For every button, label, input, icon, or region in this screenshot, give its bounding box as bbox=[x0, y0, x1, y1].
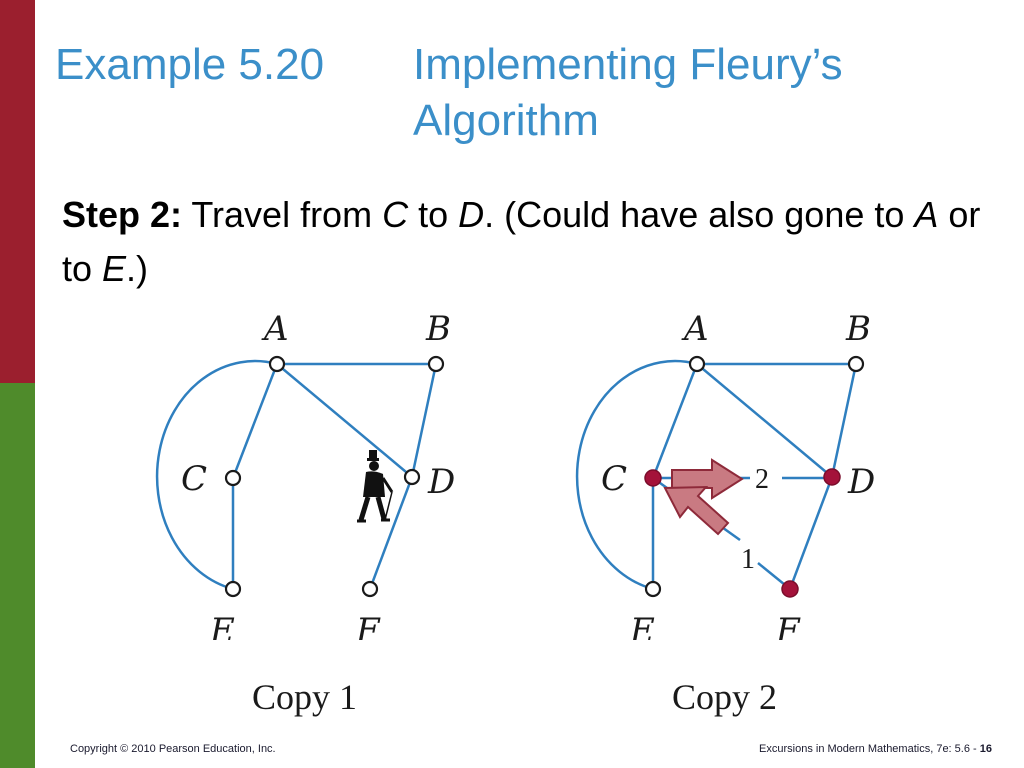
title-number: Example 5.20 bbox=[55, 40, 325, 89]
step-text-part: Travel from bbox=[182, 194, 383, 235]
vertex-D bbox=[403, 468, 421, 486]
vertex-C bbox=[224, 469, 242, 487]
edge-label-1: 1 bbox=[741, 544, 755, 575]
edge-A-E-arc bbox=[155, 359, 278, 591]
footer-source: Excursions in Modern Mathematics, 7e: 5.… bbox=[759, 743, 992, 755]
vertex-ref: C bbox=[382, 194, 409, 235]
edge-B-D bbox=[410, 363, 438, 478]
vertex-A bbox=[688, 355, 706, 373]
vertex-E bbox=[644, 580, 662, 598]
edge-D-F bbox=[368, 476, 414, 590]
step-text-part: . (Could have also gone to bbox=[484, 194, 915, 235]
graph-copy-2: 2 1 A B C D E F bbox=[575, 309, 875, 640]
step-label: Step 2: bbox=[62, 194, 183, 235]
label-E: E bbox=[209, 611, 235, 640]
edge-A-E-arc bbox=[575, 359, 698, 591]
label-D: D bbox=[427, 462, 455, 502]
edge-D-F bbox=[788, 476, 834, 590]
vertex-ref: D bbox=[458, 194, 485, 235]
label-F: F bbox=[355, 611, 381, 640]
caption-copy-1: Copy 1 bbox=[252, 677, 358, 717]
step-text-part: or to bbox=[62, 194, 981, 289]
label-F: F bbox=[775, 611, 801, 640]
edge-A-C bbox=[651, 363, 699, 479]
vertex-E bbox=[224, 580, 242, 598]
vertex-ref: E bbox=[102, 248, 127, 289]
vertex-ref: A bbox=[914, 194, 939, 235]
label-B: B bbox=[845, 309, 871, 349]
page-number: 16 bbox=[979, 743, 992, 755]
path-arrow-1 bbox=[663, 485, 730, 536]
edge-A-C bbox=[231, 363, 279, 479]
graph-copy-1: A B C D E F bbox=[155, 309, 455, 640]
side-bar-green bbox=[0, 383, 35, 768]
edge-A-D bbox=[696, 363, 833, 478]
edge-B-D bbox=[830, 363, 858, 478]
vertex-C-visited bbox=[644, 469, 662, 487]
step-text-part: to bbox=[408, 194, 459, 235]
step-text: Step 2: Travel from C to D. (Could have … bbox=[62, 188, 992, 296]
vertex-B bbox=[427, 355, 445, 373]
step-text-part: .) bbox=[126, 248, 149, 289]
caption-copy-2: Copy 2 bbox=[672, 677, 778, 717]
vertex-F-visited bbox=[781, 580, 799, 598]
label-E: E bbox=[629, 611, 655, 640]
walking-person-icon bbox=[357, 450, 394, 523]
title-text: Implementing Fleury’s Algorithm bbox=[413, 40, 843, 145]
label-C: C bbox=[601, 459, 627, 499]
vertex-B bbox=[847, 355, 865, 373]
vertex-A bbox=[268, 355, 286, 373]
label-C: C bbox=[181, 459, 207, 499]
footer-copyright: Copyright © 2010 Pearson Education, Inc. bbox=[70, 743, 276, 755]
vertex-F bbox=[361, 580, 379, 598]
label-D: D bbox=[847, 462, 875, 502]
vertex-D-visited bbox=[823, 468, 841, 486]
label-A: A bbox=[681, 309, 709, 349]
edge-A-D bbox=[276, 363, 413, 478]
label-A: A bbox=[261, 309, 289, 349]
side-bar-red bbox=[0, 0, 35, 383]
footer-book: Excursions in Modern Mathematics, 7e: 5.… bbox=[759, 743, 980, 755]
edge-label-2: 2 bbox=[755, 464, 769, 495]
label-B: B bbox=[425, 309, 451, 349]
